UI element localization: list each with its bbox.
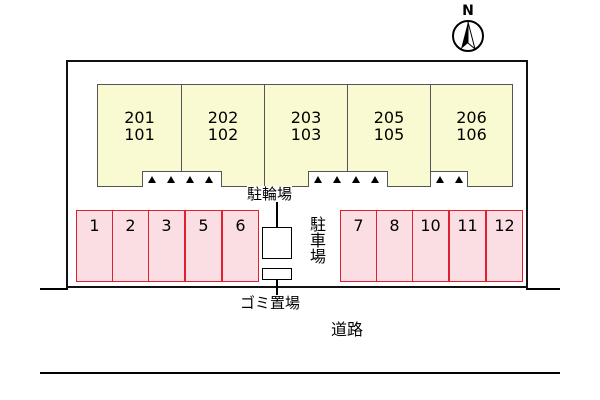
unit-lower-number: 105 [373, 125, 405, 144]
parking-space: 12 [486, 210, 523, 282]
step-marker [148, 176, 156, 183]
parking-space: 3 [148, 210, 185, 282]
north-arrow: N [446, 4, 490, 56]
unit-block-205-105: 205 105 [347, 84, 431, 187]
parking-space: 1 [76, 210, 113, 282]
step-marker [205, 176, 213, 183]
north-letter: N [462, 3, 474, 19]
parking-row-right: 7 8 10 11 12 [340, 210, 524, 282]
step-marker [455, 176, 463, 183]
apartment-building: 201 101 202 102 203 103 205 105 206 106 [97, 84, 513, 187]
bicycle-parking-label: 駐輪場 [247, 185, 293, 203]
unit-upper-number: 203 [290, 108, 322, 127]
step-marker [333, 176, 341, 183]
parking-space: 11 [449, 210, 486, 282]
unit-upper-number: 202 [207, 108, 239, 127]
road-edge-top-left [40, 288, 68, 290]
garbage-area [262, 268, 292, 280]
entrance-recess [142, 171, 222, 187]
road-edge-top-right [526, 288, 560, 290]
garbage-leader-line [276, 280, 278, 296]
road-label: 道路 [331, 320, 364, 339]
unit-lower-number: 106 [456, 125, 487, 144]
entrance-recess [430, 171, 468, 187]
unit-upper-number: 206 [456, 108, 487, 127]
parking-label-text: 駐車場 [307, 216, 326, 264]
unit-upper-number: 205 [373, 108, 405, 127]
parking-label: 駐車場 [306, 216, 326, 269]
step-marker [167, 176, 175, 183]
unit-lower-number: 102 [207, 125, 239, 144]
bicycle-parking-area [262, 227, 292, 259]
parking-space: 2 [112, 210, 149, 282]
garbage-label: ゴミ置場 [240, 294, 301, 312]
unit-block-201-101: 201 101 [97, 84, 182, 187]
parking-space: 5 [185, 210, 222, 282]
step-marker [371, 176, 379, 183]
unit-block-202-102: 202 102 [181, 84, 265, 187]
parking-space: 7 [340, 210, 377, 282]
step-marker [436, 176, 444, 183]
step-marker [314, 176, 322, 183]
compass-icon [452, 20, 484, 52]
unit-lower-number: 101 [124, 125, 155, 144]
bike-leader-line [276, 202, 278, 227]
unit-block-203-103: 203 103 [264, 84, 348, 187]
road-edge-bottom [40, 372, 560, 374]
entrance-recess [308, 171, 388, 187]
unit-block-206-106: 206 106 [430, 84, 513, 187]
parking-space: 10 [412, 210, 449, 282]
step-marker [186, 176, 194, 183]
unit-lower-number: 103 [290, 125, 322, 144]
unit-upper-number: 201 [124, 108, 155, 127]
parking-space: 6 [222, 210, 259, 282]
step-marker [352, 176, 360, 183]
parking-row-left: 1 2 3 5 6 [76, 210, 260, 282]
parking-space: 8 [376, 210, 413, 282]
